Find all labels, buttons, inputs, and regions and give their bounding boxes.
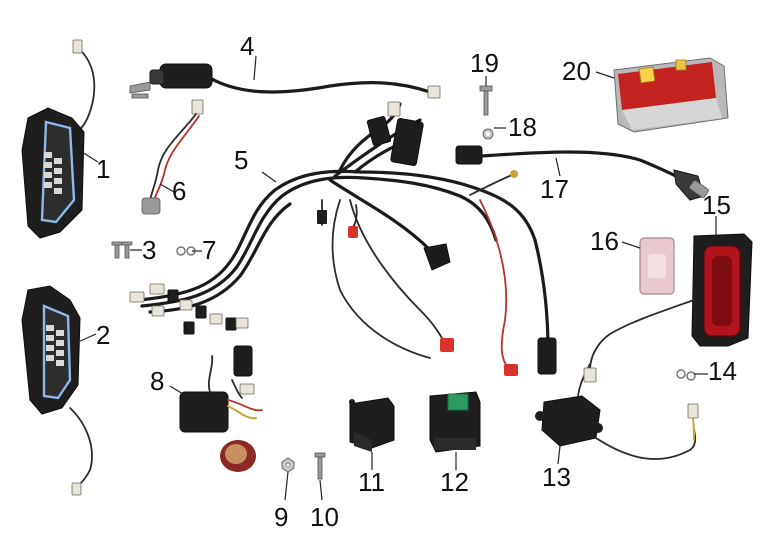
callout-12: 12 — [440, 467, 469, 497]
front-light-left-icon — [21, 39, 96, 239]
callout-labels: 1 2 3 4 5 6 7 8 9 10 11 12 13 14 15 16 1… — [96, 31, 737, 532]
callout-20: 20 — [562, 56, 591, 86]
callout-19: 19 — [470, 48, 499, 78]
bolt-icon — [479, 85, 493, 116]
callout-18: 18 — [508, 112, 537, 142]
wiring-harness-icon — [129, 101, 557, 376]
callout-10: 10 — [310, 502, 339, 532]
callout-17: 17 — [540, 174, 569, 204]
battery-icon — [613, 57, 729, 133]
callout-8: 8 — [150, 366, 164, 396]
callout-15: 15 — [702, 190, 731, 220]
starter-relay-icon — [535, 363, 699, 460]
callout-2: 2 — [96, 320, 110, 350]
ignition-switch-icon — [129, 63, 441, 99]
reflector-icon — [639, 237, 675, 295]
callout-16: 16 — [590, 226, 619, 256]
sensor-icon — [141, 99, 204, 215]
nut-icon — [281, 457, 295, 473]
washer-icon — [482, 128, 494, 140]
callout-3: 3 — [142, 235, 156, 265]
cdi-unit-icon — [429, 391, 481, 453]
callout-14: 14 — [708, 356, 737, 386]
clip-icon — [676, 369, 696, 381]
front-light-right-icon — [21, 285, 93, 496]
callout-13: 13 — [542, 462, 571, 492]
callout-6: 6 — [172, 176, 186, 206]
bolt-icon — [314, 452, 326, 480]
alarm-unit-icon — [179, 345, 263, 472]
callout-4: 4 — [240, 31, 254, 61]
callout-11: 11 — [358, 467, 385, 497]
callout-7: 7 — [202, 235, 216, 265]
callout-5: 5 — [234, 145, 248, 175]
screw-icon — [111, 241, 133, 259]
battery-cable-icon — [455, 145, 709, 201]
relay-icon — [349, 397, 395, 452]
leader-lines — [77, 55, 717, 501]
tail-light-icon — [583, 233, 753, 383]
callout-9: 9 — [274, 502, 288, 532]
callout-1: 1 — [96, 154, 110, 184]
